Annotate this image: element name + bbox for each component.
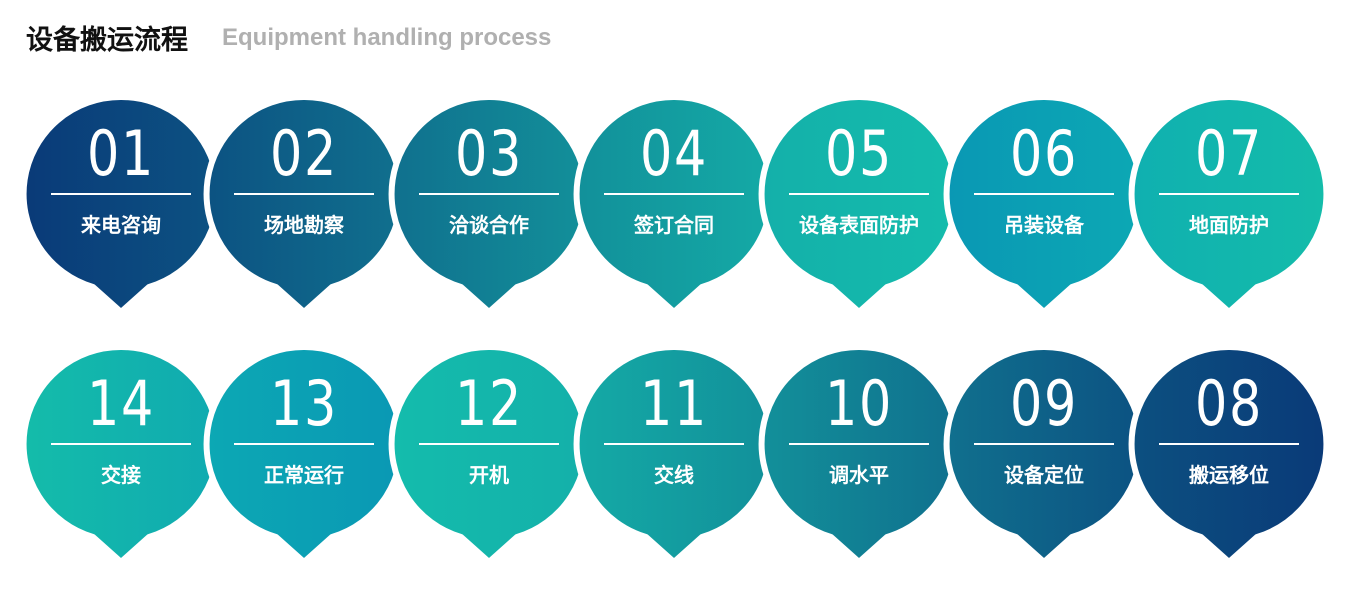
step-label: 搬运移位 [1189,465,1269,487]
bubble-shape [1128,343,1330,565]
page-subtitle: Equipment handling process [222,24,552,51]
step-bubble: 14 交接 [20,343,222,565]
step-bubble: 10 调水平 [758,343,960,565]
bubble-shape [203,343,405,565]
step-label: 场地勘察 [264,215,344,237]
bubble-shape [943,343,1145,565]
divider [974,193,1114,195]
bubble-shape [20,343,222,565]
step-bubble: 02 场地勘察 [203,93,405,315]
step-bubble: 09 设备定位 [943,343,1145,565]
bubble-shape [573,93,775,315]
step-bubble: 07 地面防护 [1128,93,1330,315]
step-label: 洽谈合作 [449,215,529,237]
step-number: 11 [640,367,708,440]
bubble-shape [1128,93,1330,315]
step-number: 14 [87,367,155,440]
step-bubble: 11 交线 [573,343,775,565]
step-label: 调水平 [829,465,889,487]
step-label: 签订合同 [634,215,714,237]
step-label: 开机 [469,465,509,487]
step-number: 01 [87,117,155,190]
step-number: 03 [455,117,523,190]
step-label: 正常运行 [264,465,344,487]
step-number: 13 [270,367,338,440]
divider [1159,443,1299,445]
bubble-shape [758,343,960,565]
step-bubble: 06 吊装设备 [943,93,1145,315]
step-label: 交接 [101,465,141,487]
bubble-shape [573,343,775,565]
divider [419,193,559,195]
page-title: 设备搬运流程 [26,25,188,55]
divider [51,443,191,445]
bubble-shape [388,343,590,565]
step-label: 吊装设备 [1004,215,1084,237]
step-label: 设备定位 [1004,465,1084,487]
step-number: 02 [270,117,338,190]
bubble-shape [388,93,590,315]
step-bubble: 13 正常运行 [203,343,405,565]
step-number: 08 [1195,367,1263,440]
step-bubble: 08 搬运移位 [1128,343,1330,565]
divider [419,443,559,445]
bubble-shape [20,93,222,315]
divider [789,193,929,195]
bubble-shape [943,93,1145,315]
step-label: 交线 [654,465,694,487]
step-bubble: 05 设备表面防护 [758,93,960,315]
step-number: 10 [825,367,893,440]
divider [234,443,374,445]
step-number: 04 [640,117,708,190]
divider [51,193,191,195]
step-number: 09 [1010,367,1078,440]
process-row-top: 01 来电咨询 02 场地勘察 03 洽谈合作 04 签订合同 05 设备表面防… [0,93,1350,327]
step-number: 12 [455,367,523,440]
divider [974,443,1114,445]
step-label: 地面防护 [1189,215,1269,237]
step-bubble: 03 洽谈合作 [388,93,590,315]
step-bubble: 12 开机 [388,343,590,565]
step-bubble: 04 签订合同 [573,93,775,315]
step-label: 来电咨询 [81,215,161,237]
divider [234,193,374,195]
step-label: 设备表面防护 [799,215,919,237]
process-row-bottom: 14 交接 13 正常运行 12 开机 11 交线 10 调水平 09 [0,343,1350,577]
bubble-shape [758,93,960,315]
step-number: 05 [825,117,893,190]
divider [789,443,929,445]
step-bubble: 01 来电咨询 [20,93,222,315]
step-number: 07 [1195,117,1263,190]
step-number: 06 [1010,117,1078,190]
bubble-shape [203,93,405,315]
divider [604,443,744,445]
divider [604,193,744,195]
divider [1159,193,1299,195]
